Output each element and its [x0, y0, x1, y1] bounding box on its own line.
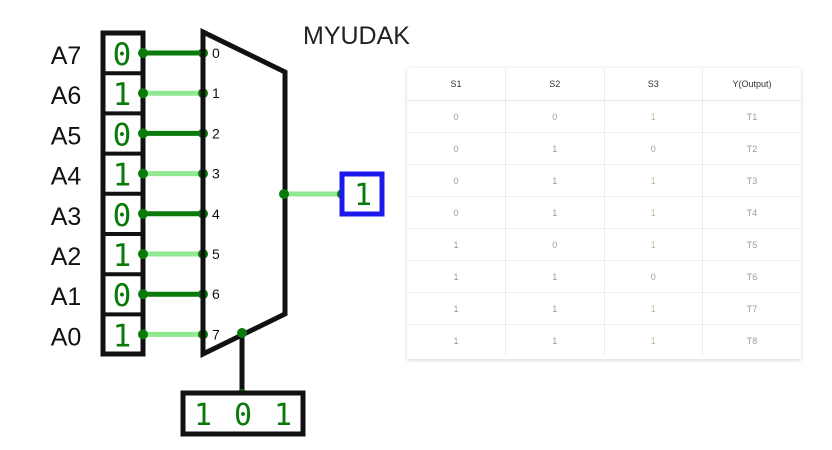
- table-cell: 0: [505, 228, 604, 261]
- wire-node-left: [138, 48, 148, 58]
- table-cell: 1: [407, 292, 506, 325]
- input-label: A6: [51, 82, 82, 110]
- input-label: A2: [51, 243, 82, 271]
- wire-node-left: [138, 289, 148, 300]
- table-cell: 1: [407, 324, 506, 356]
- mux-pin-label: 4: [212, 206, 220, 222]
- input-value: 1: [113, 318, 132, 354]
- select-node-top: [237, 328, 247, 338]
- table-cell: 1: [505, 324, 604, 356]
- select-bit: 0: [234, 398, 252, 433]
- input-value: 0: [113, 278, 132, 314]
- table-cell: 1: [603, 324, 703, 356]
- table-cell: 1: [505, 196, 604, 229]
- input-label: A7: [51, 42, 82, 70]
- mux-pin-label: 1: [212, 85, 220, 101]
- table-cell: T7: [702, 292, 801, 325]
- output-value: 1: [354, 178, 372, 213]
- mux-pin-label: 7: [212, 326, 220, 342]
- output-box: [339, 171, 385, 217]
- mux-pin-label: 3: [212, 166, 220, 182]
- input-label: A3: [51, 203, 82, 231]
- input-value: 1: [113, 77, 132, 113]
- input-value: 0: [113, 198, 132, 234]
- table-cell: 0: [407, 132, 506, 165]
- table-cell: 1: [603, 228, 703, 261]
- table-cell: 0: [407, 100, 506, 133]
- table-cell: 1: [603, 292, 703, 325]
- wire-node-left: [138, 128, 148, 139]
- select-register-box: [180, 390, 306, 437]
- table-cell: 1: [603, 164, 703, 197]
- table-cell: T4: [702, 196, 801, 229]
- select-bit: 1: [194, 398, 212, 433]
- mux-pin-label: 0: [212, 45, 220, 61]
- table-cell: 1: [407, 260, 506, 293]
- mux-pin-label: 2: [212, 125, 220, 141]
- wire-node-left: [138, 329, 148, 340]
- table-cell: 1: [505, 132, 604, 165]
- table-cell: T5: [702, 228, 801, 261]
- wire-node-left: [138, 168, 148, 179]
- table-cell: 1: [407, 228, 506, 261]
- table-header-cell: S2: [505, 68, 604, 101]
- table-cell: 1: [603, 100, 703, 133]
- output-node: [279, 189, 289, 199]
- mux-pin-label: 6: [212, 286, 220, 302]
- table-cell: 1: [505, 260, 604, 293]
- table-cell: 1: [603, 196, 703, 229]
- table-cell: 1: [505, 164, 604, 197]
- table-header-cell: S3: [603, 68, 703, 101]
- table-cell: T8: [702, 324, 801, 356]
- mux-pin-label: 5: [212, 246, 220, 262]
- wire-node-left: [138, 249, 148, 259]
- input-value: 1: [113, 158, 132, 194]
- input-label: A1: [51, 283, 82, 311]
- table-cell: 1: [505, 292, 604, 325]
- table-cell: T1: [702, 100, 801, 133]
- table-header-cell: S1: [407, 68, 506, 101]
- input-label: A4: [51, 163, 82, 191]
- table-cell: 0: [407, 196, 506, 229]
- table-header-cell: Y(Output): [702, 68, 801, 101]
- table-cell: T3: [702, 164, 801, 197]
- table-cell: 0: [505, 100, 604, 133]
- select-bit: 1: [274, 398, 292, 433]
- diagram-title: MYUDAK: [303, 22, 410, 50]
- wire-node-left: [138, 208, 148, 219]
- table-cell: 0: [603, 260, 703, 293]
- input-value: 1: [113, 238, 132, 274]
- mux-body: [200, 27, 288, 359]
- table-cell: 0: [407, 164, 506, 197]
- input-label: A5: [51, 122, 82, 150]
- input-value: 0: [113, 37, 132, 73]
- table-cell: T6: [702, 260, 801, 293]
- table-cell: T2: [702, 132, 801, 165]
- input-label: A0: [51, 323, 82, 351]
- wire-node-left: [138, 88, 148, 99]
- input-value: 0: [113, 117, 132, 153]
- table-cell: 0: [603, 132, 703, 165]
